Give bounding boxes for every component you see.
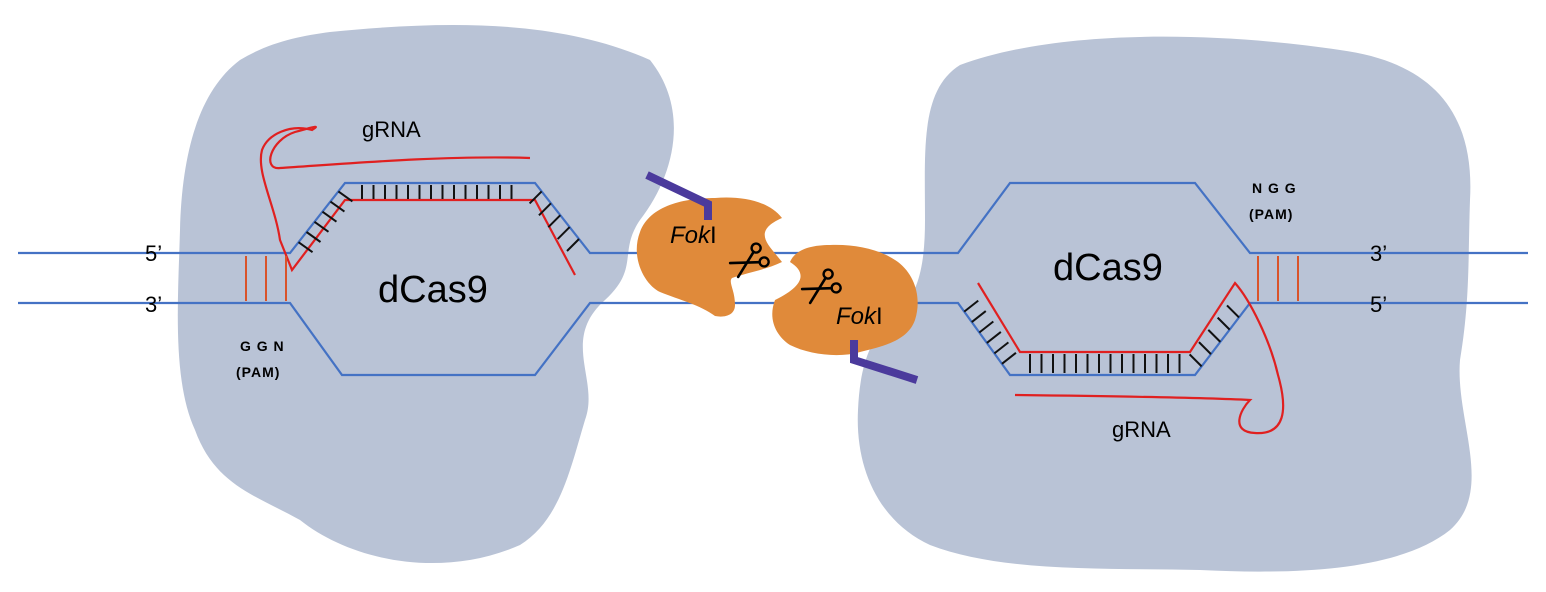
right-base-pairs (963, 299, 1240, 373)
left-base-pairs (297, 185, 580, 253)
base-pair-tick (978, 320, 994, 334)
left-grna-label: gRNA (362, 117, 421, 142)
base-pair-tick (1207, 329, 1222, 343)
base-pair-tick (566, 238, 580, 252)
right-pam-sequence: N G G (1252, 180, 1297, 196)
left-bottom-3prime-label: 3’ (145, 292, 162, 317)
left-dcas9-body (177, 25, 674, 564)
base-pair-tick (538, 202, 552, 217)
left-foki-label: FokI (670, 222, 717, 249)
right-pam-tag: (PAM) (1249, 206, 1293, 222)
left-foki-domain (636, 197, 782, 317)
base-pair-tick (297, 241, 314, 253)
base-pair-tick (321, 210, 338, 223)
right-scissors-icon (800, 268, 842, 305)
left-pam-tag: (PAM) (236, 364, 280, 380)
left-grna (259, 125, 576, 276)
base-pair-tick (305, 231, 322, 243)
base-pair-tick (986, 331, 1002, 344)
right-foki-label: FokI (836, 303, 883, 330)
left-top-5prime-label: 5’ (145, 241, 162, 266)
base-pair-tick (528, 190, 543, 205)
right-bottom-5prime-label: 5’ (1370, 292, 1387, 317)
left-pam-pairs (245, 256, 287, 301)
right-top-3prime-label: 3’ (1370, 241, 1387, 266)
left-linker (645, 171, 712, 220)
base-pair-tick (329, 200, 346, 213)
base-pair-tick (313, 221, 330, 233)
base-pair-tick (1216, 316, 1231, 331)
right-foki-domain (772, 244, 918, 356)
base-pair-tick (547, 214, 562, 228)
left-pam-sequence: G G N (240, 338, 285, 354)
left-scissors-icon (728, 242, 770, 279)
right-pam-pairs (1257, 256, 1299, 301)
base-pair-tick (1226, 304, 1240, 319)
right-dcas9-label: dCas9 (1053, 247, 1163, 289)
base-pair-tick (963, 299, 979, 313)
base-pair-tick (556, 226, 571, 240)
base-pair-tick (1001, 352, 1017, 365)
base-pair-tick (971, 310, 987, 323)
base-pair-tick (337, 190, 353, 203)
left-dcas9-label: dCas9 (378, 269, 488, 311)
base-pair-tick (1188, 353, 1203, 368)
base-pair-tick (1198, 341, 1212, 355)
right-dcas9-body (857, 36, 1472, 572)
right-grna (977, 281, 1285, 435)
right-linker (850, 340, 919, 384)
base-pair-tick (993, 341, 1010, 355)
right-grna-label: gRNA (1112, 417, 1171, 442)
